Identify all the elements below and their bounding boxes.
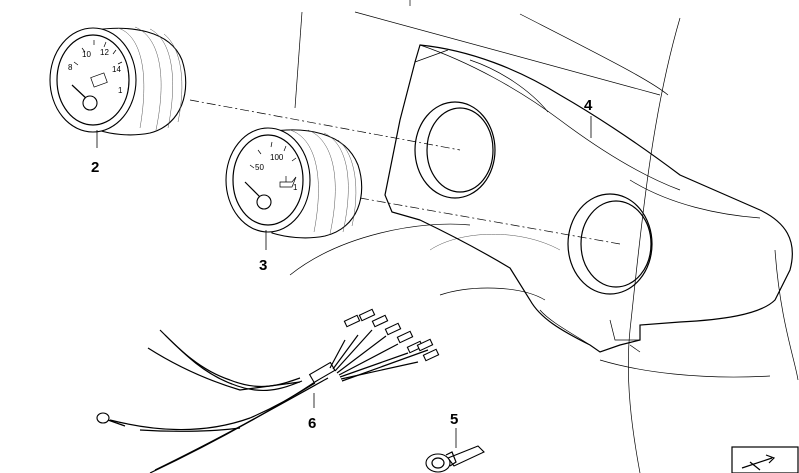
oil-gauge: 50 100 1 3	[225, 127, 363, 274]
oil-corner-label: 1	[293, 183, 298, 192]
voltage-scale-8: 8	[68, 63, 73, 72]
oil-can-icon	[279, 176, 297, 188]
dashboard-outline	[289, 0, 799, 473]
grommet-screw: 5	[425, 411, 485, 473]
callout-4: 4	[584, 97, 593, 114]
oil-scale-50: 50	[255, 163, 264, 172]
oil-scale-100: 100	[270, 153, 284, 162]
callout-6: 6	[308, 415, 316, 432]
callout-2: 2	[91, 159, 99, 176]
voltage-scale-10: 10	[82, 50, 91, 59]
voltage-scale-12: 12	[100, 48, 109, 57]
connector-pins	[343, 308, 440, 362]
arrow-swap-icon	[731, 446, 799, 473]
instrument-panel	[384, 44, 793, 353]
callout-3: 3	[259, 257, 267, 274]
battery-icon	[90, 72, 108, 88]
voltage-scale-14: 14	[112, 65, 121, 74]
voltage-gauge: 8 10 12 14 1 2	[49, 26, 187, 176]
voltage-corner-label: 1	[118, 86, 123, 95]
callout-5: 5	[450, 411, 458, 428]
assembly-lines	[189, 99, 621, 245]
wiring-harness: 6	[96, 308, 440, 473]
ring-terminal	[96, 412, 110, 424]
